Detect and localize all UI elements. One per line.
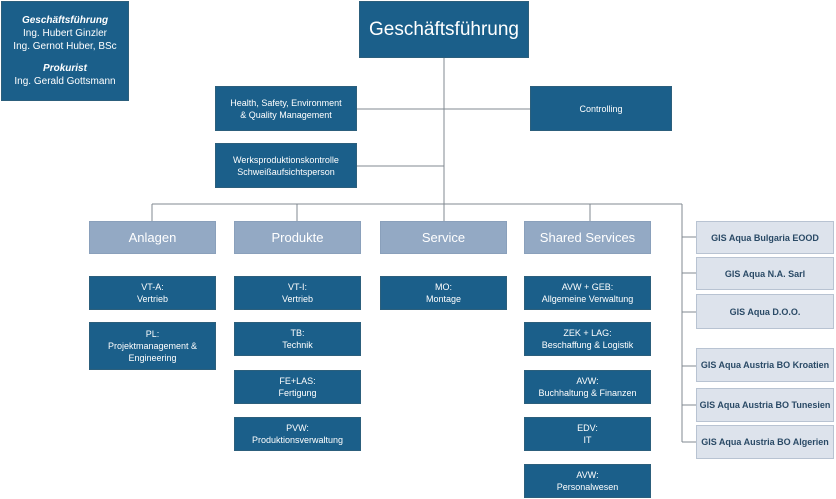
unit-label: Technik	[282, 340, 313, 350]
werks-line-2: Schweißaufsichtsperson	[237, 166, 335, 177]
prokurist-title: Prokurist	[43, 63, 87, 74]
dept-label: Produkte	[271, 230, 324, 245]
unit-code: PVW:	[286, 423, 309, 433]
werks-box: Werksproduktionskontrolle Schweißaufsich…	[215, 143, 357, 188]
subsidiary-box: GIS Aqua Austria BO Kroatien	[696, 348, 834, 382]
unit-box: PVW: Produktionsverwaltung	[234, 417, 361, 451]
unit-code: VT-I:	[287, 282, 307, 292]
unit-label: Vertrieb	[136, 294, 169, 304]
subsidiary-box: GIS Aqua Bulgaria EOOD	[696, 221, 834, 254]
management-title: Geschäftsführung	[21, 15, 109, 26]
dept-produkte: Produkte	[234, 221, 361, 254]
unit-box: AVW: Buchhaltung & Finanzen	[524, 370, 651, 404]
unit-box: AVW + GEB: Allgemeine Verwaltung	[524, 276, 651, 310]
unit-box: ZEK + LAG: Beschaffung & Logistik	[524, 322, 651, 356]
subsidiary-label: GIS Aqua Austria BO Algerien	[701, 437, 829, 447]
unit-label: Montage	[425, 294, 462, 304]
unit-label: Beschaffung & Logistik	[541, 340, 634, 350]
subsidiary-label: GIS Aqua N.A. Sarl	[724, 268, 806, 279]
subsidiary-box: GIS Aqua Austria BO Tunesien	[696, 388, 834, 422]
unit-label: IT	[583, 435, 592, 445]
controlling-label: Controlling	[579, 103, 623, 114]
unit-code: FE+LAS:	[279, 376, 316, 386]
unit-box: TB: Technik	[234, 322, 361, 356]
hse-line-1: Health, Safety, Environment	[230, 97, 342, 108]
unit-code: AVW:	[576, 376, 599, 386]
unit-code: VT-A:	[141, 282, 164, 292]
management-info-box: Geschäftsführung Ing. Hubert Ginzler Ing…	[1, 1, 129, 101]
subsidiary-label: GIS Aqua Austria BO Kroatien	[700, 360, 830, 370]
werks-line-1: Werksproduktionskontrolle	[233, 154, 339, 165]
unit-box: VT-I: Vertrieb	[234, 276, 361, 310]
dept-label: Service	[421, 230, 466, 245]
unit-code: AVW + GEB:	[561, 282, 614, 292]
unit-label: Buchhaltung & Finanzen	[538, 388, 637, 398]
unit-label: Fertigung	[278, 388, 317, 398]
unit-label-2: Engineering	[128, 353, 177, 363]
management-name-1: Ing. Hubert Ginzler	[23, 28, 107, 39]
subsidiary-box: GIS Aqua D.O.O.	[696, 294, 834, 329]
unit-code: EDV:	[577, 423, 598, 433]
unit-label: Projektmanagement &	[107, 341, 198, 351]
unit-label: Allgemeine Verwaltung	[541, 294, 634, 304]
dept-label: Shared Services	[539, 230, 636, 245]
prokurist-name: Ing. Gerald Gottsmann	[14, 76, 116, 87]
dept-service: Service	[380, 221, 507, 254]
unit-box: FE+LAS: Fertigung	[234, 370, 361, 404]
unit-box: AVW: Personalwesen	[524, 464, 651, 498]
unit-code: AVW:	[576, 470, 599, 480]
ceo-box: Geschäftsführung	[359, 1, 529, 58]
hse-line-2: & Quality Management	[240, 109, 332, 120]
hse-box: Health, Safety, Environment & Quality Ma…	[215, 86, 357, 131]
dept-shared-services: Shared Services	[524, 221, 651, 254]
unit-box: VT-A: Vertrieb	[89, 276, 216, 310]
unit-code: TB:	[290, 328, 305, 338]
subsidiary-label: GIS Aqua Bulgaria EOOD	[711, 232, 819, 243]
unit-code: ZEK + LAG:	[563, 328, 612, 338]
unit-code: MO:	[435, 282, 452, 292]
dept-label: Anlagen	[128, 230, 177, 245]
dept-anlagen: Anlagen	[89, 221, 216, 254]
ceo-label: Geschäftsführung	[369, 18, 519, 40]
unit-box: EDV: IT	[524, 417, 651, 451]
unit-box: MO: Montage	[380, 276, 507, 310]
subsidiary-box: GIS Aqua N.A. Sarl	[696, 257, 834, 290]
subsidiary-label: GIS Aqua Austria BO Tunesien	[699, 400, 831, 410]
subsidiary-label: GIS Aqua D.O.O.	[729, 306, 801, 317]
unit-code: PL:	[145, 329, 160, 339]
unit-label: Produktionsverwaltung	[251, 435, 344, 445]
controlling-box: Controlling	[530, 86, 672, 131]
subsidiary-box: GIS Aqua Austria BO Algerien	[696, 425, 834, 459]
unit-label: Personalwesen	[556, 482, 619, 492]
unit-label: Vertrieb	[281, 294, 314, 304]
unit-box: PL: Projektmanagement & Engineering	[89, 322, 216, 370]
management-name-2: Ing. Gernot Huber, BSc	[13, 41, 117, 52]
